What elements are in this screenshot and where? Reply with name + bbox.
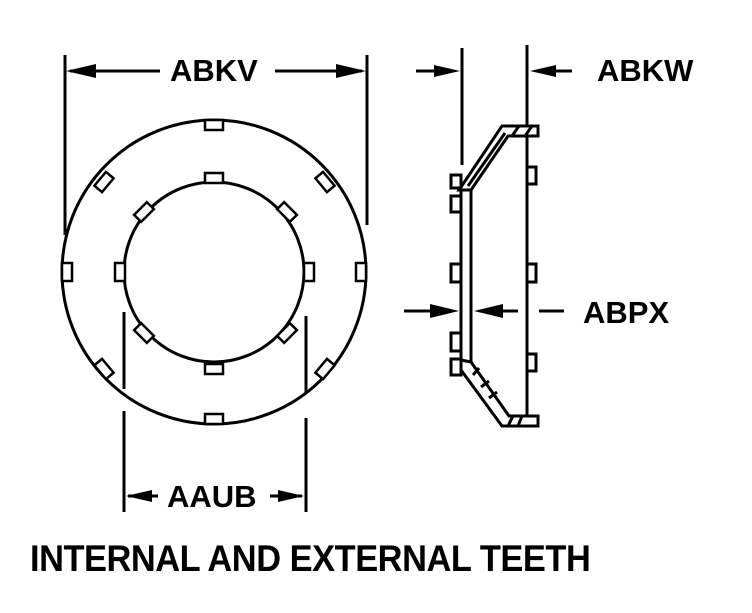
aaub-label: AAUB xyxy=(167,479,257,514)
abkv-label: ABKV xyxy=(170,53,258,88)
internal-teeth xyxy=(113,171,316,376)
external-teeth xyxy=(60,118,368,426)
aaub-dimension xyxy=(122,312,308,512)
abpx-dimension xyxy=(404,304,564,318)
abkw-dimension xyxy=(416,65,572,77)
diagram-title: INTERNAL AND EXTERNAL TEETH xyxy=(30,538,591,579)
abkw-label: ABKW xyxy=(597,53,694,88)
abpx-label: ABPX xyxy=(583,295,670,330)
side-view xyxy=(449,45,540,428)
abkv-dimension xyxy=(63,55,369,235)
